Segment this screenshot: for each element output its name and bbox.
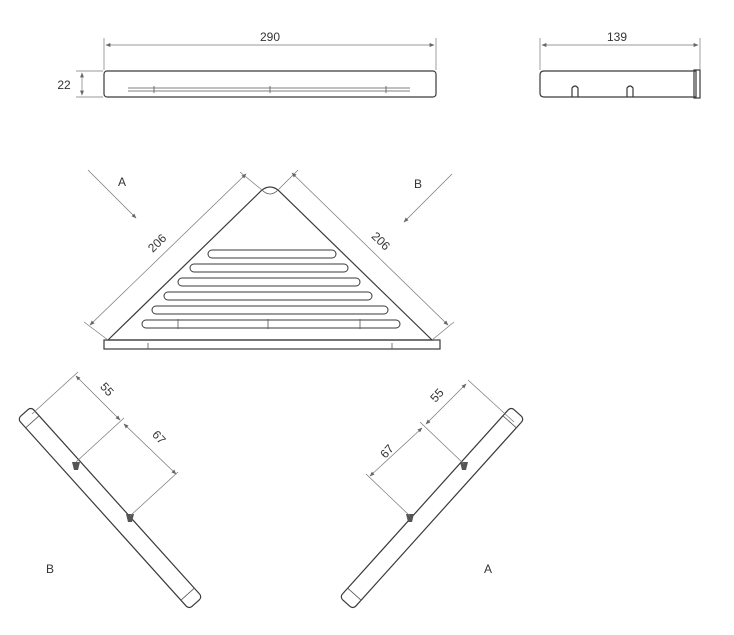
dimension-line-hole-spacing-a bbox=[369, 427, 423, 477]
drain-slot bbox=[141, 319, 401, 329]
dimension-extension-line bbox=[467, 379, 515, 423]
view-a-mount-pin bbox=[460, 462, 468, 470]
dimension-line-side-left bbox=[89, 173, 247, 326]
view-a-rail bbox=[340, 407, 524, 609]
dimension-label-hole-offset-b: 55 bbox=[97, 380, 117, 400]
dimension-line-hole-spacing-b bbox=[123, 423, 177, 475]
dimension-extension-line bbox=[75, 417, 125, 463]
side-view-end-cap bbox=[693, 69, 701, 99]
view-a-rail-body bbox=[340, 407, 524, 609]
dimension-label-hole-spacing-b: 67 bbox=[149, 428, 169, 448]
dimension-line-hole-offset-a bbox=[425, 383, 467, 425]
view-b-rail-body bbox=[18, 407, 202, 609]
dimension-label-length: 290 bbox=[260, 30, 280, 44]
view-b-rail-cap-line bbox=[180, 587, 195, 601]
drain-slot bbox=[177, 277, 361, 287]
view-b-caption: B bbox=[46, 562, 54, 576]
view-arrow-b-label: B bbox=[414, 177, 422, 191]
drain-slot bbox=[189, 263, 349, 273]
view-a-rail-cap-line bbox=[347, 587, 362, 601]
view-a-rail-cap-line bbox=[502, 415, 517, 429]
dimension-line-side-right bbox=[291, 172, 449, 326]
dimension-label-hole-spacing-a: 67 bbox=[377, 441, 397, 461]
dimension-extension-line bbox=[277, 169, 299, 191]
side-view-shelf-outline bbox=[539, 70, 697, 98]
dimension-extension-line bbox=[419, 421, 465, 465]
view-arrow-b bbox=[403, 173, 453, 223]
side-view-mount-slot bbox=[626, 85, 634, 97]
view-a-mount-pin bbox=[406, 514, 414, 522]
corner-notch bbox=[261, 189, 279, 195]
view-b: 55 67 B bbox=[18, 371, 202, 609]
top-view: 206 206 A B bbox=[83, 169, 455, 350]
view-b-mount-pin bbox=[72, 462, 80, 470]
dimension-line-hole-offset-b bbox=[75, 375, 121, 421]
view-b-mount-pin bbox=[126, 514, 134, 522]
dimension-extension-line bbox=[129, 471, 179, 517]
dimension-label-hole-offset-a: 55 bbox=[427, 385, 447, 405]
front-view-shelf-outline bbox=[103, 70, 437, 98]
dimension-extension-line bbox=[83, 321, 109, 341]
side-view: 139 bbox=[539, 30, 701, 99]
side-view-mount-slot bbox=[571, 85, 579, 97]
dimension-extension-line bbox=[365, 473, 411, 517]
view-a-caption: A bbox=[484, 562, 492, 576]
shelf-front-lip bbox=[103, 339, 441, 350]
drain-slot bbox=[163, 291, 373, 301]
view-b-rail-cap-line bbox=[25, 415, 40, 429]
dimension-extension-line bbox=[431, 321, 455, 341]
dimension-extension-line bbox=[31, 371, 79, 415]
front-view: 290 22 bbox=[57, 30, 437, 98]
view-a: 55 67 A bbox=[340, 379, 524, 609]
drain-slot bbox=[151, 305, 389, 315]
dimension-label-side-right: 206 bbox=[369, 229, 393, 253]
view-b-rail bbox=[18, 407, 202, 609]
dimension-label-depth: 139 bbox=[607, 30, 627, 44]
drain-slot bbox=[207, 249, 337, 259]
view-arrow-a-label: A bbox=[118, 175, 126, 189]
dimension-label-height: 22 bbox=[57, 78, 71, 92]
view-arrow-a bbox=[87, 169, 137, 219]
dimension-extension-line bbox=[239, 171, 263, 191]
